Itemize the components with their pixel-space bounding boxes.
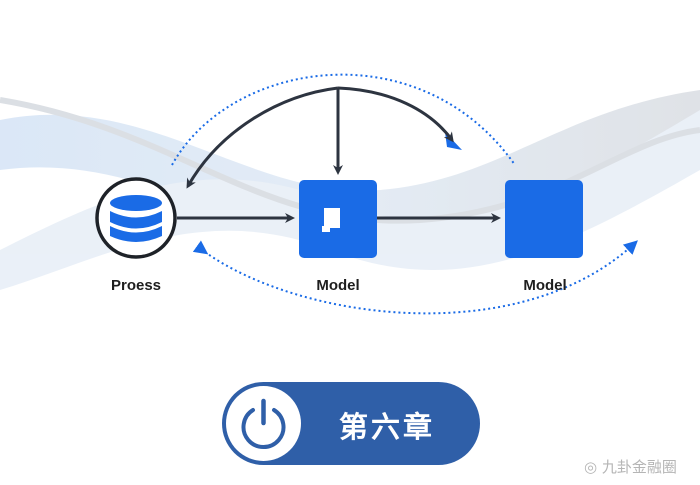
chapter-label: 第六章 xyxy=(338,410,435,444)
watermark: ◎ 九卦金融圈 xyxy=(584,458,677,476)
arrow-top-right xyxy=(337,86,454,143)
node-label-model-2: Model xyxy=(523,277,567,294)
dotted-arrow-top xyxy=(171,73,516,166)
watermark-text: 九卦金融圈 xyxy=(601,458,677,476)
power-icon xyxy=(226,386,301,461)
database-icon xyxy=(95,177,177,259)
node-label-model-1: Model xyxy=(316,277,360,294)
model-box-2 xyxy=(505,180,583,258)
model-box-1 xyxy=(299,180,377,258)
node-label-proess: Proess xyxy=(110,277,162,294)
chapter-button[interactable]: 第六章 xyxy=(222,382,480,465)
arrow-top-left xyxy=(186,86,339,189)
